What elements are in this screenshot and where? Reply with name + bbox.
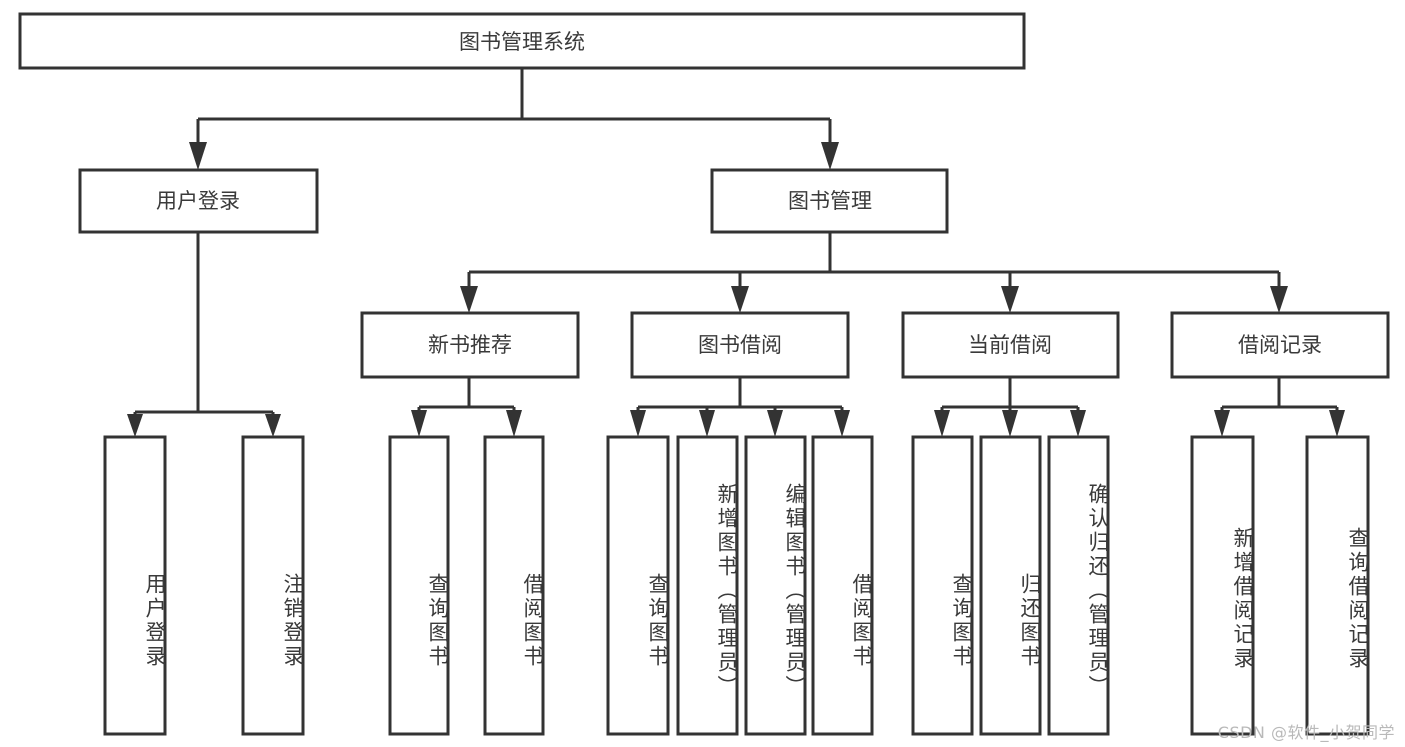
connector-group-current-borrow-to-leaves <box>934 377 1086 437</box>
leaf-query-book-2-box[interactable] <box>606 435 670 736</box>
node-borrow-record-label: 借阅记录 <box>1238 333 1322 357</box>
arrow-to-user-login <box>189 142 207 170</box>
node-root-label: 图书管理系统 <box>459 30 585 54</box>
leaf-user-login-box[interactable] <box>103 435 167 736</box>
node-new-book-recommend-box[interactable] <box>360 311 580 379</box>
connector-group-borrow-record-to-leaves <box>1214 377 1345 437</box>
node-root[interactable]: 图书管理系统 <box>18 12 1026 70</box>
node-user-login-label: 用户登录 <box>156 189 240 213</box>
connector-group-user-login-to-leaves <box>127 232 281 437</box>
arrow-to-leaf-add-book <box>699 410 715 437</box>
arrow-to-current-borrow <box>1001 286 1019 313</box>
connector-group-new-book-recommend-to-leaves <box>411 377 522 437</box>
node-book-manage-box[interactable] <box>710 168 949 234</box>
arrow-to-leaf-edit-book <box>767 410 783 437</box>
csdn-watermark: CSDN @软件_小贺同学 <box>1217 723 1395 742</box>
arrow-to-new-book-recommend <box>460 286 478 313</box>
arrow-to-leaf-borrow-book-2 <box>834 410 850 437</box>
arrow-to-leaf-user-login <box>127 414 143 437</box>
node-new-book-recommend-label: 新书推荐 <box>428 333 512 357</box>
leaf-return-book-box[interactable] <box>979 435 1042 736</box>
node-current-borrow-label: 当前借阅 <box>968 333 1052 357</box>
leaf-logout-login-box[interactable] <box>241 435 305 736</box>
node-current-borrow-box[interactable] <box>901 311 1120 379</box>
node-book-manage-label: 图书管理 <box>788 189 872 213</box>
connector-group-book-borrow-to-leaves <box>630 377 850 437</box>
node-user-login[interactable]: 用户登录 <box>78 168 319 234</box>
node-root-box[interactable] <box>18 12 1026 70</box>
arrow-to-leaf-query-book-3 <box>934 410 950 437</box>
arrow-to-book-borrow <box>731 286 749 313</box>
leaf-add-book-box[interactable] <box>676 435 739 736</box>
node-user-login-box[interactable] <box>78 168 319 234</box>
connector-group-book-manage-to-level3 <box>460 232 1288 313</box>
node-book-borrow[interactable]: 图书借阅 <box>630 311 850 379</box>
leaf-query-book-1-box[interactable] <box>388 435 450 736</box>
node-book-borrow-box[interactable] <box>630 311 850 379</box>
node-book-borrow-label: 图书借阅 <box>698 333 782 357</box>
leaf-query-record-box[interactable] <box>1305 435 1370 736</box>
leaf-query-book-3-box[interactable] <box>911 435 974 736</box>
arrow-to-leaf-query-record <box>1329 410 1345 437</box>
node-book-manage[interactable]: 图书管理 <box>710 168 949 234</box>
leaf-add-record-box[interactable] <box>1190 435 1255 736</box>
arrow-to-leaf-query-book-2 <box>630 410 646 437</box>
leaf-borrow-book-2-box[interactable] <box>811 435 874 736</box>
arrow-to-borrow-record <box>1270 286 1288 313</box>
arrow-to-leaf-add-record <box>1214 410 1230 437</box>
node-borrow-record-box[interactable] <box>1170 311 1390 379</box>
arrow-to-leaf-logout-login <box>265 414 281 437</box>
connector-group-root-to-level2 <box>189 68 839 170</box>
node-borrow-record[interactable]: 借阅记录 <box>1170 311 1390 379</box>
arrow-to-leaf-borrow-book-1 <box>506 410 522 437</box>
node-current-borrow[interactable]: 当前借阅 <box>901 311 1120 379</box>
node-new-book-recommend[interactable]: 新书推荐 <box>360 311 580 379</box>
leaf-confirm-return-box[interactable] <box>1047 435 1110 736</box>
arrow-to-leaf-query-book-1 <box>411 410 427 437</box>
leaf-borrow-book-1-box[interactable] <box>483 435 545 736</box>
arrow-to-book-manage <box>821 142 839 170</box>
leaf-edit-book-box[interactable] <box>744 435 807 736</box>
arrow-to-leaf-confirm-return <box>1070 410 1086 437</box>
leaf-boxes-group <box>103 435 1370 736</box>
arrow-to-leaf-return-book <box>1002 410 1018 437</box>
